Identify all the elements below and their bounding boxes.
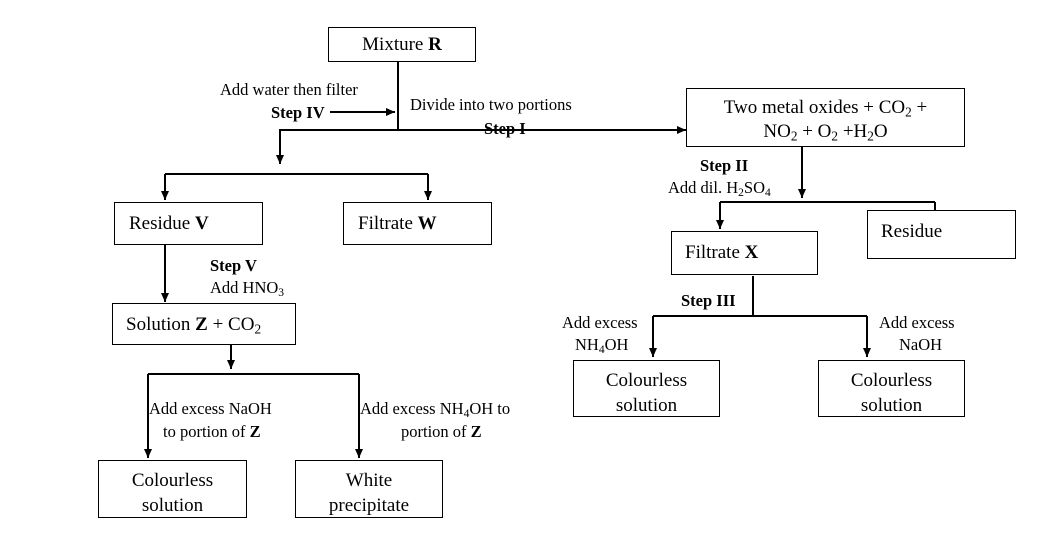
box-colourless-right: Colourless solution [818, 360, 965, 417]
solution-z-subscript: 2 [254, 321, 262, 337]
z-nh4oh-portion: portion of [401, 422, 471, 441]
colourless-right-line2: solution [860, 395, 923, 416]
colourless-mid-line2: solution [615, 395, 678, 416]
label-step-i: Step I [484, 119, 526, 138]
box-two-metal-oxides: Two metal oxides + CO2 + NO2 + O2 +H2O [686, 88, 965, 147]
mixture-letter: R [428, 34, 442, 55]
label-step-ii: Step II [700, 156, 749, 175]
mixture-label: Mixture [362, 34, 429, 55]
box-residue-v: Residue V [114, 202, 263, 245]
filtrate-w-letter: W [417, 213, 437, 234]
solution-z-letter: Z [195, 314, 208, 335]
label-add-excess-naoh-1: Add excess [879, 313, 955, 332]
colourless-right-line1: Colourless [850, 370, 933, 391]
z-nh4oh-text: Add excess NH [360, 399, 464, 418]
box-residue: Residue [867, 210, 1016, 259]
oxides-line1: Two metal oxides + CO [723, 97, 906, 118]
h2o-label: +H [838, 121, 868, 142]
box-filtrate-x: Filtrate X [671, 231, 818, 275]
nh4oh-sub: 4 [598, 343, 605, 356]
colourless-left-line2: solution [141, 495, 204, 516]
label-z-nh4oh-1: Add excess NH4OH to [360, 399, 511, 420]
no2-label: NO [763, 121, 791, 142]
residue-label: Residue [881, 221, 943, 242]
h2o-subscript: 2 [867, 128, 874, 144]
h2o-tail: O [873, 121, 888, 142]
add-dil-sub1: 2 [738, 186, 744, 199]
box-mixture-r: Mixture R [328, 27, 476, 62]
o2-subscript: 2 [831, 128, 839, 144]
label-add-excess-naoh-2: NaOH [899, 335, 943, 354]
label-divide-portions: Divide into two portions [410, 95, 572, 114]
label-add-water-filter: Add water then filter [220, 80, 358, 99]
label-z-naoh-2: to portion of Z [163, 422, 261, 442]
residue-v-letter: V [194, 213, 209, 234]
add-hno3-text: Add HNO [210, 278, 279, 297]
box-filtrate-w: Filtrate W [343, 202, 492, 245]
filtrate-x-label: Filtrate [685, 242, 745, 263]
oxides-line1-end: + [911, 97, 928, 118]
no2-subscript: 2 [790, 128, 798, 144]
nh4oh-text: NH [575, 335, 599, 354]
label-step-iii: Step III [681, 291, 736, 310]
box-colourless-mid: Colourless solution [573, 360, 720, 417]
filtrate-w-label: Filtrate [358, 213, 418, 234]
box-solution-z: Solution Z + CO2 [112, 303, 296, 345]
line-to-left-branch [276, 129, 398, 164]
add-dil-mid: SO [743, 178, 765, 197]
add-dil-text: Add dil. H [668, 178, 739, 197]
label-add-excess-nh4oh-1: Add excess [562, 313, 638, 332]
colourless-mid-line1: Colourless [605, 370, 688, 391]
z-nh4oh-letter: Z [470, 422, 482, 441]
z-naoh-letter: Z [249, 422, 261, 441]
colourless-left-line1: Colourless [131, 470, 214, 491]
z-nh4oh-sub: 4 [463, 407, 470, 420]
label-add-dil-h2so4: Add dil. H2SO4 [668, 178, 771, 199]
label-add-hno3: Add HNO3 [210, 278, 285, 299]
z-naoh-text: to portion of [163, 422, 250, 441]
label-z-nh4oh-2: portion of Z [401, 422, 482, 442]
white-precipitate-line1: White [345, 470, 393, 491]
box-white-precipitate: White precipitate [295, 460, 443, 518]
label-z-naoh-1: Add excess NaOH [149, 399, 272, 418]
residue-v-label: Residue [129, 213, 195, 234]
solution-z-co2: + CO [207, 314, 255, 335]
nh4oh-end: OH [604, 335, 629, 354]
filtrate-x-letter: X [744, 242, 759, 263]
o2-label: + O [797, 121, 832, 142]
box-colourless-left: Colourless solution [98, 460, 247, 518]
solution-z-label: Solution [126, 314, 196, 335]
add-hno3-sub: 3 [278, 286, 285, 299]
add-dil-sub2: 4 [765, 186, 771, 199]
white-precipitate-line2: precipitate [328, 495, 410, 516]
label-step-iv: Step IV [271, 103, 325, 122]
label-add-excess-nh4oh-2: NH4OH [575, 335, 629, 356]
z-nh4oh-end: OH to [469, 399, 511, 418]
label-step-v: Step V [210, 256, 257, 275]
co2-subscript: 2 [905, 104, 912, 120]
